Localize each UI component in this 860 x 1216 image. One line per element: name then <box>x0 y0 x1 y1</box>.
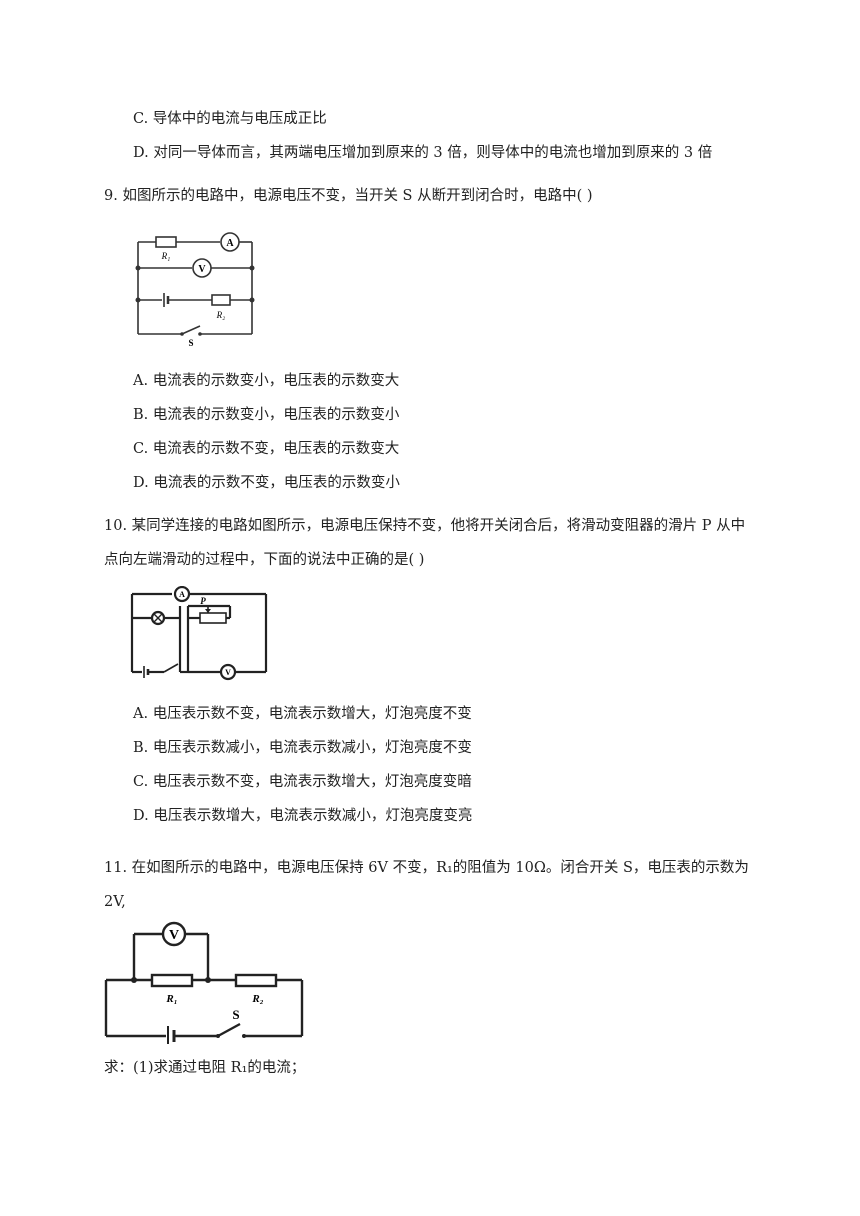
q11-ask: 求：(1)求通过电阻 R₁的电流； <box>104 1060 306 1076</box>
q9-circuit-diagram: A V R₁ R₂ S <box>135 232 255 348</box>
q10-slider-label: P <box>200 596 206 606</box>
q11-stem-line1: 11. 在如图所示的电路中，电源电压保持 6V 不变，R₁的阻值为 10Ω。闭合… <box>104 860 749 876</box>
q11-switch-label: S <box>232 1007 239 1022</box>
q10-circuit-diagram: A V P <box>130 586 268 681</box>
q11-circuit-diagram: V R₁ R₂ S <box>104 921 304 1044</box>
q11-resistor-r1 <box>150 973 194 988</box>
q11-stem-line2: 2V, <box>104 894 126 910</box>
q9-r1-label: R₁ <box>161 251 171 261</box>
q10-stem-line2: 点向左端滑动的过程中，下面的说法中正确的是( ) <box>104 552 425 568</box>
q9-option-d: D. 电流表的示数不变，电压表的示数变小 <box>133 475 400 491</box>
q9-r2-label: R₂ <box>216 310 226 320</box>
q9-option-a: A. 电流表的示数变小，电压表的示数变大 <box>133 373 400 389</box>
q9-option-b: B. 电流表的示数变小，电压表的示数变小 <box>133 407 400 423</box>
q11-r2-label: R₂ <box>251 993 263 1005</box>
q9-stem: 9. 如图所示的电路中，电源电压不变，当开关 S 从断开到闭合时，电路中( ) <box>104 188 593 204</box>
q10-voltmeter-label: V <box>225 668 231 677</box>
q9-switch <box>181 325 201 335</box>
q10-option-c: C. 电压表示数不变，电流表示数增大，灯泡亮度变暗 <box>133 774 472 790</box>
q9-resistor-r1 <box>155 236 177 248</box>
q9-resistor-r2 <box>211 294 231 306</box>
q9-voltmeter-label: V <box>198 264 206 275</box>
q10-ammeter-label: A <box>179 590 185 599</box>
q10-option-a: A. 电压表示数不变，电流表示数增大，灯泡亮度不变 <box>133 706 472 722</box>
q10-option-d: D. 电压表示数增大，电流表示数减小，灯泡亮度变亮 <box>133 808 473 824</box>
q9-switch-label: S <box>188 338 193 348</box>
q10-option-b: B. 电压表示数减小，电流表示数减小，灯泡亮度不变 <box>133 740 472 756</box>
q8-option-c: C. 导体中的电流与电压成正比 <box>133 111 327 127</box>
q11-voltmeter-label: V <box>169 928 179 943</box>
q9-option-c: C. 电流表的示数不变，电压表的示数变大 <box>133 441 400 457</box>
q11-resistor-r2 <box>234 973 278 988</box>
q11-switch <box>217 1022 241 1038</box>
q8-option-d: D. 对同一导体而言，其两端电压增加到原来的 3 倍，则导体中的电流也增加到原来… <box>133 145 713 161</box>
q10-rheostat <box>199 612 227 624</box>
q10-switch <box>163 663 179 673</box>
q9-ammeter-label: A <box>226 238 234 249</box>
q10-stem-line1: 10. 某同学连接的电路如图所示，电源电压保持不变，他将开关闭合后，将滑动变阻器… <box>104 518 746 534</box>
q11-r1-label: R₁ <box>165 993 177 1005</box>
